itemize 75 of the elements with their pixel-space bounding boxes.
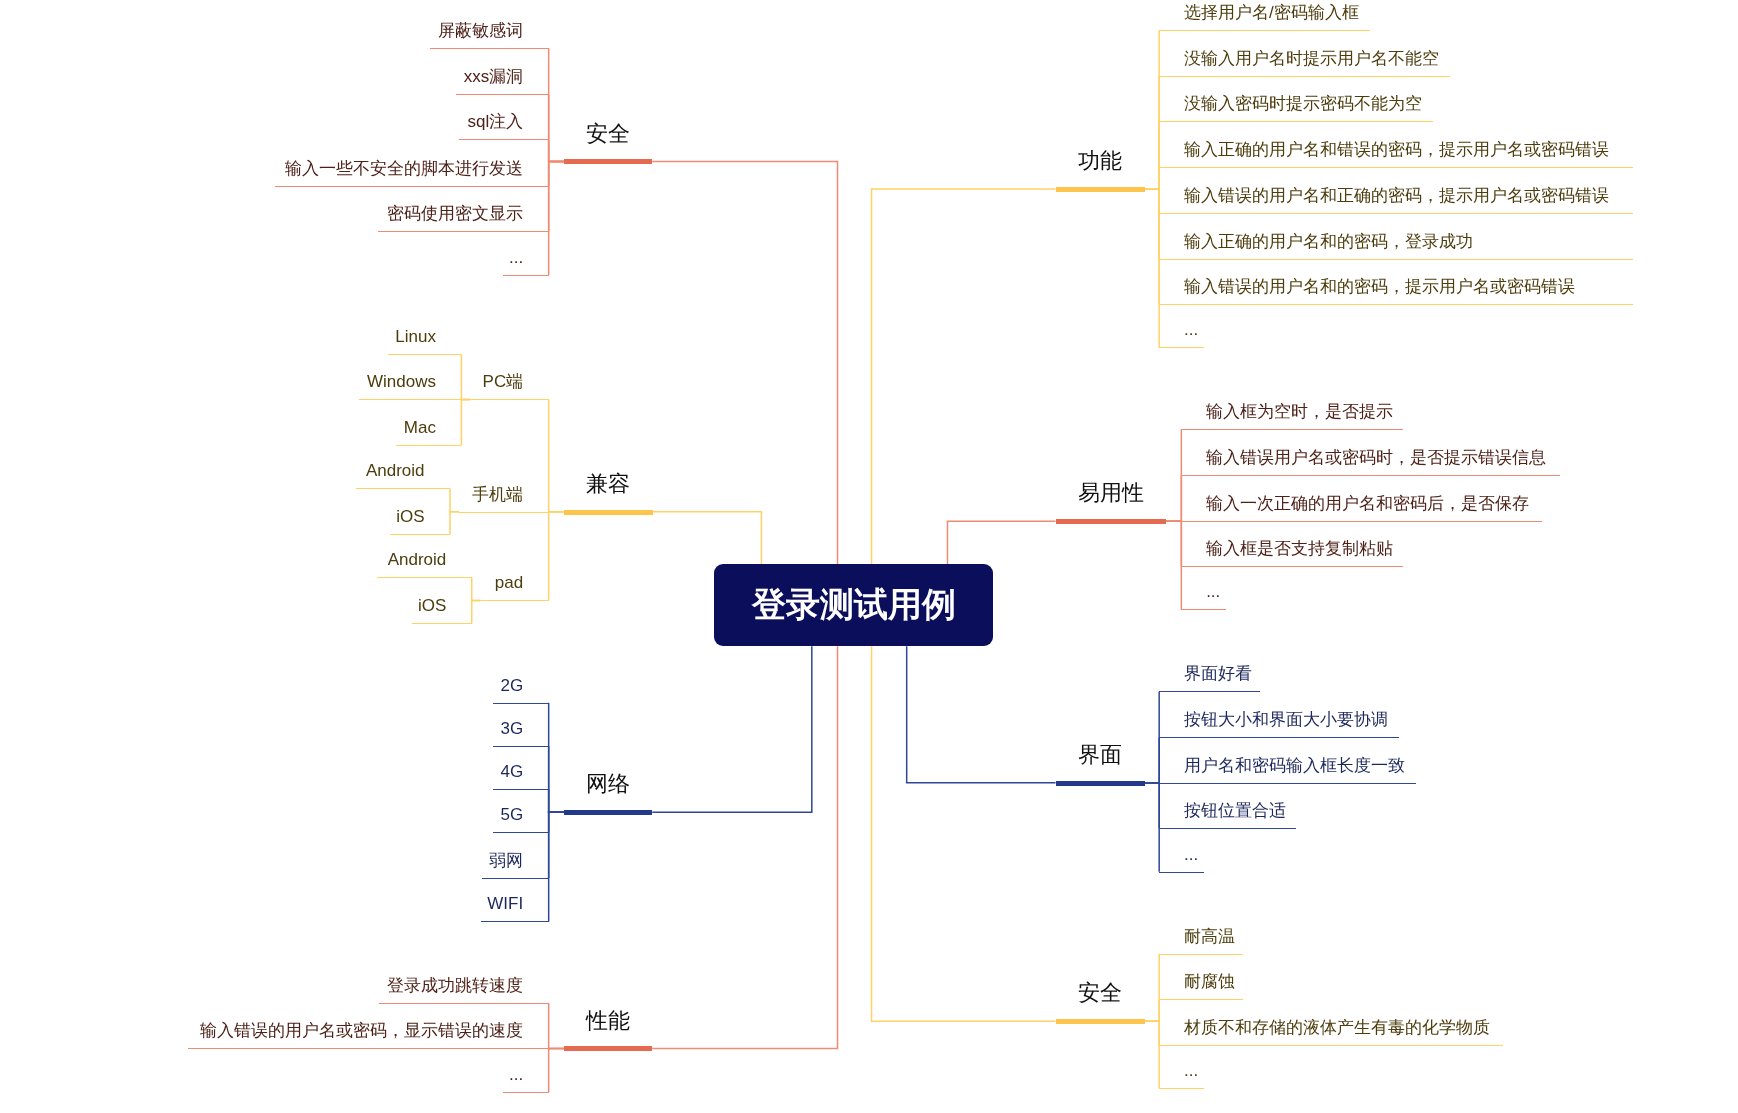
subtopic-label: 输入错误的用户名或密码，显示错误的速度 (187, 1020, 549, 1050)
subtopic-label: ... (503, 246, 549, 276)
subtopic-label: 手机端 (458, 483, 549, 513)
connector-line (547, 160, 565, 276)
connector-line (870, 645, 1057, 1022)
branch-topic: 易用性 (1055, 479, 1167, 524)
branch-topic: 兼容 (563, 470, 653, 515)
subtopic-label: ... (1181, 581, 1227, 611)
subtopic-label: ... (503, 1063, 549, 1093)
subtopic-label: 输入错误的用户名和正确的密码，提示用户名或密码错误 (1159, 185, 1633, 215)
branch-topic: 功能 (1055, 147, 1145, 192)
subtopic-label: 没输入用户名时提示用户名不能空 (1159, 47, 1450, 77)
subtopic-label: 3G (492, 717, 549, 747)
branch-topic: 安全 (564, 119, 653, 165)
connector-line (651, 645, 813, 813)
subtopic-label: iOS (411, 595, 472, 624)
subtopic-label: 输入正确的用户名和的密码，登录成功 (1159, 231, 1633, 261)
subtopic-label: 输入框为空时，是否提示 (1181, 400, 1404, 430)
connector-line (946, 520, 1057, 565)
subtopic-label: iOS (390, 506, 451, 535)
subtopic-label: Mac (395, 417, 462, 447)
connector-line (471, 599, 482, 624)
subtopic-label: 输入一些不安全的脚本进行发送 (274, 157, 549, 187)
subtopic-label: 耐腐蚀 (1159, 971, 1243, 1001)
subtopic-label: ... (1159, 319, 1205, 349)
subtopic-label: 5G (492, 804, 549, 834)
subtopic-label: xxs漏洞 (455, 66, 549, 95)
branch-topic: 安全 (1055, 979, 1145, 1024)
subtopic-label: Android (355, 460, 451, 490)
subtopic-label: 屏蔽敏感词 (430, 20, 549, 49)
connector-line (651, 160, 839, 565)
subtopic-label: 输入正确的用户名和错误的密码，提示用户名或密码错误 (1159, 139, 1633, 169)
subtopic-label: 密码使用密文显示 (378, 203, 549, 233)
subtopic-label: sql注入 (458, 111, 549, 141)
subtopic-label: 用户名和密码输入框长度一致 (1159, 754, 1417, 784)
connector-line (449, 511, 460, 535)
subtopic-label: WIFI (481, 893, 549, 923)
connector-line (460, 398, 471, 447)
subtopic-label: 界面好看 (1159, 663, 1261, 693)
subtopic-label: 材质不和存储的液体产生有毒的化学物质 (1159, 1017, 1503, 1047)
subtopic-label: 耐高温 (1159, 925, 1243, 955)
central-topic-box: 登录测试用例 (714, 564, 994, 647)
subtopic-label: 没输入密码时提示密码不能为空 (1159, 93, 1434, 123)
subtopic-label: 输入一次正确的用户名和密码后，是否保存 (1181, 492, 1542, 522)
connector-line (870, 188, 1057, 565)
connector-line (652, 511, 763, 565)
connector-line (905, 645, 1057, 784)
subtopic-label: 登录成功跳转速度 (378, 974, 549, 1004)
subtopic-label: 输入框是否支持复制粘贴 (1181, 538, 1404, 568)
subtopic-label: 输入错误用户名或密码时，是否提示错误信息 (1181, 446, 1560, 476)
connector-line (547, 511, 565, 602)
subtopic-label: PC端 (470, 371, 549, 401)
subtopic-label: Android (376, 549, 472, 579)
subtopic-label: 输入错误的用户名和的密码，提示用户名或密码错误 (1159, 276, 1633, 306)
subtopic-label: 弱网 (482, 849, 549, 879)
subtopic-label: ... (1159, 1060, 1205, 1090)
subtopic-label: pad (480, 572, 549, 602)
connector-line (1143, 188, 1160, 349)
subtopic-label: 4G (492, 760, 549, 790)
branch-topic: 网络 (564, 770, 653, 815)
subtopic-label: 按钮位置合适 (1159, 799, 1296, 829)
subtopic-label: 选择用户名/密码输入框 (1159, 1, 1370, 31)
connector-line (651, 645, 839, 1050)
subtopic-label: 2G (492, 674, 549, 704)
connector-line (547, 811, 566, 923)
connector-line (1143, 782, 1160, 873)
subtopic-label: ... (1159, 843, 1205, 873)
connector-line (547, 1047, 566, 1093)
connector-line (1165, 520, 1183, 611)
subtopic-label: Windows (358, 371, 462, 401)
branch-topic: 性能 (564, 1006, 653, 1052)
branch-topic: 界面 (1055, 741, 1145, 786)
subtopic-label: Linux (387, 326, 462, 355)
subtopic-label: 按钮大小和界面大小要协调 (1159, 709, 1400, 739)
connector-line (1143, 1020, 1160, 1090)
